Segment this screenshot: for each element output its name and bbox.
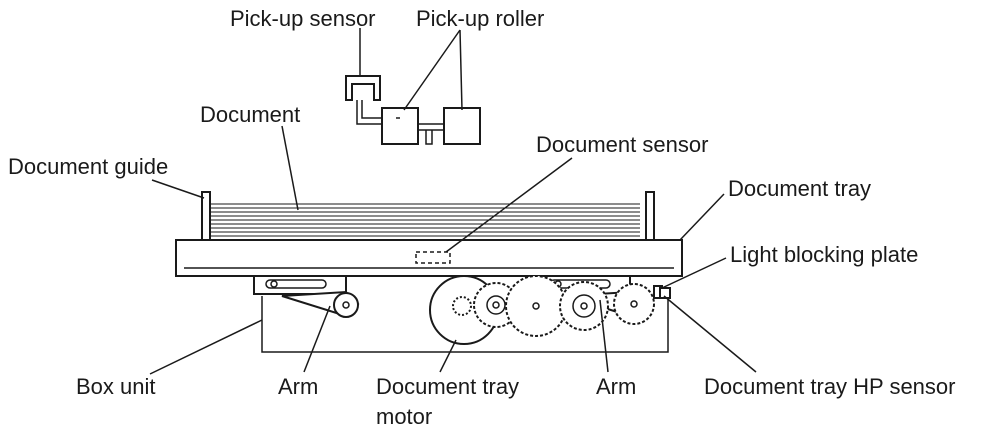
label-box-unit: Box unit <box>76 374 156 399</box>
pickup-roller-right <box>443 107 481 145</box>
leader-document-guide <box>151 179 205 199</box>
gear-3 <box>559 281 609 331</box>
leader-pickup-roller <box>403 29 463 111</box>
leader-document-tray <box>679 193 725 241</box>
box-unit <box>261 296 669 353</box>
label-document-guide: Document guide <box>8 154 168 179</box>
label-light-blocking-plate: Light blocking plate <box>730 242 918 267</box>
pickup-roller-shaft <box>418 123 444 145</box>
label-pickup-roller: Pick-up roller <box>416 6 544 31</box>
document-guide-left <box>201 191 211 241</box>
label-document-tray: Document tray <box>728 176 871 201</box>
leader-light-blocking-plate <box>661 257 727 289</box>
leader-document-sensor <box>445 157 573 253</box>
pickup-roller-left <box>381 107 419 145</box>
leader-box-unit <box>149 319 263 375</box>
leader-arm-right <box>599 299 609 373</box>
label-arm-left: Arm <box>278 374 318 399</box>
document-sensor <box>415 251 451 264</box>
leader-document-tray-motor <box>439 339 457 373</box>
label-document-sensor: Document sensor <box>536 132 708 157</box>
label-arm-right: Arm <box>596 374 636 399</box>
label-pickup-sensor: Pick-up sensor <box>230 6 376 31</box>
gear-4 <box>613 283 655 325</box>
arm-left <box>253 275 360 318</box>
label-tray-motor-line2: motor <box>376 404 432 429</box>
gear-motor-pinion <box>452 296 472 316</box>
leader-lines <box>149 28 757 375</box>
label-tray-motor-line1: Document tray <box>376 374 519 399</box>
gear-train <box>452 275 655 337</box>
leader-document-tray-hp-sensor <box>663 295 757 373</box>
label-document: Document <box>200 102 300 127</box>
document-tray <box>175 239 683 277</box>
gear-2 <box>505 275 567 337</box>
pickup-sensor <box>345 75 382 125</box>
document-stack <box>210 203 640 237</box>
label-tray-hp-sensor: Document tray HP sensor <box>704 374 955 399</box>
leader-arm-left <box>303 305 331 373</box>
document-guide-right <box>645 191 655 241</box>
document-tray-hp-sensor <box>659 287 671 299</box>
leader-document <box>281 125 299 211</box>
